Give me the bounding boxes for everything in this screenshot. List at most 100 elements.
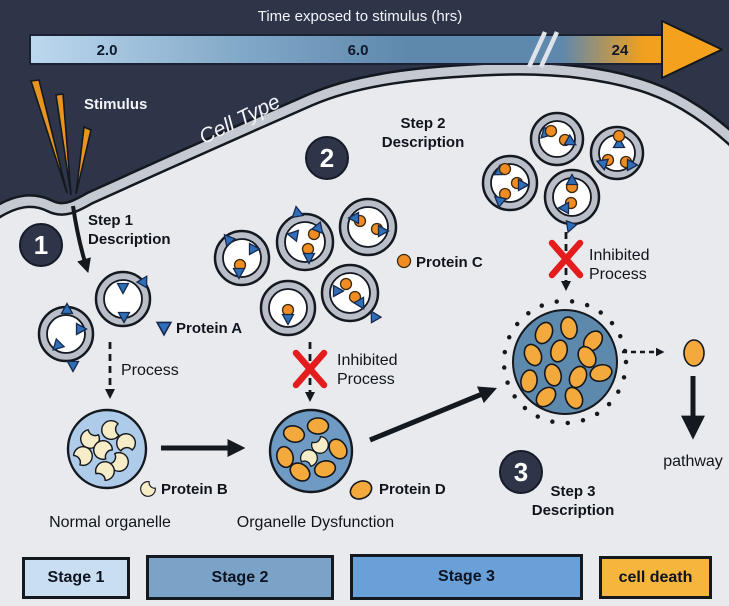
normal-organelle bbox=[66, 408, 148, 490]
orange-oval-icon bbox=[534, 321, 554, 345]
blue-triangle-icon bbox=[117, 311, 131, 324]
step1-number-badge: 1 bbox=[19, 223, 63, 267]
blue-triangle-icon bbox=[565, 219, 578, 234]
crescent-icon bbox=[72, 446, 93, 467]
legend-stage-1-label: Stage 1 bbox=[47, 569, 105, 586]
orange-arrow-icon bbox=[661, 20, 723, 79]
crescent-icon bbox=[101, 419, 120, 441]
step1-label-line2: Description bbox=[88, 231, 171, 248]
dotted-ring-icon bbox=[501, 298, 629, 426]
orange-dot-icon bbox=[498, 162, 512, 176]
axis-break-mark bbox=[538, 31, 560, 68]
organelle-dysfunction-label: Organelle Dysfunction bbox=[236, 514, 395, 531]
blue-triangle-icon bbox=[291, 205, 305, 219]
vesicle bbox=[259, 279, 317, 337]
legend-stage-3: Stage 3 bbox=[350, 554, 583, 600]
stimulus-label: Stimulus bbox=[84, 96, 148, 113]
protein-b-label: Protein B bbox=[161, 481, 228, 498]
orange-oval-icon bbox=[543, 363, 563, 387]
blue-triangle-icon bbox=[116, 282, 130, 295]
blue-triangle-icon bbox=[232, 267, 246, 280]
blue-triangle-icon bbox=[565, 173, 579, 186]
cell-membrane bbox=[0, 64, 729, 216]
legend-cell-death: cell death bbox=[599, 556, 712, 599]
orange-oval-icon bbox=[282, 425, 306, 443]
vesicle bbox=[589, 125, 645, 181]
step2-label: Step 2 Description bbox=[358, 114, 488, 152]
protein-d-label: Protein D bbox=[379, 481, 446, 498]
vesicle bbox=[320, 263, 383, 324]
legend-stage-3-label: Stage 3 bbox=[438, 568, 495, 585]
vesicle bbox=[94, 270, 152, 328]
blue-triangle-icon bbox=[310, 220, 324, 235]
blue-triangle-icon bbox=[370, 310, 383, 324]
blue-triangle-icon bbox=[248, 242, 261, 256]
orange-oval-icon bbox=[560, 316, 578, 340]
vesicle bbox=[338, 197, 398, 257]
step1-arrow bbox=[71, 205, 91, 274]
step2-label-line1: Step 2 bbox=[400, 115, 446, 132]
orange-dot-icon bbox=[544, 124, 558, 138]
blue-triangle-icon bbox=[52, 337, 66, 351]
blue-triangle-icon bbox=[223, 233, 237, 248]
vesicle bbox=[37, 302, 95, 373]
cells-layer bbox=[37, 111, 705, 500]
protein-c-label: Protein C bbox=[416, 254, 483, 271]
blue-triangle-icon bbox=[563, 133, 577, 146]
step3-label: Step 3 Description bbox=[508, 482, 638, 520]
orange-oval-icon bbox=[520, 369, 538, 393]
released-protein-oval-icon bbox=[683, 339, 705, 367]
blue-triangle-icon bbox=[612, 136, 626, 149]
orange-oval-icon bbox=[306, 417, 330, 435]
crescent-icon bbox=[94, 461, 115, 482]
protein-a-icon bbox=[155, 321, 173, 337]
step3-label-line2: Description bbox=[531, 502, 615, 519]
blue-triangle-icon bbox=[302, 252, 316, 265]
orange-oval-icon bbox=[535, 386, 557, 408]
protein-a-label: Protein A bbox=[176, 320, 243, 337]
crescent-icon bbox=[300, 449, 318, 467]
orange-oval-icon bbox=[328, 438, 348, 460]
axis-break-mark bbox=[526, 31, 548, 68]
orange-oval-icon bbox=[549, 339, 569, 363]
normal-organelle-label: Normal organelle bbox=[49, 514, 171, 531]
timeline-title: Time exposed to stimulus (hrs) bbox=[257, 8, 463, 25]
vesicle bbox=[275, 205, 335, 272]
crescent-icon bbox=[115, 433, 137, 452]
blue-triangle-icon bbox=[352, 296, 365, 310]
stimulus-needles-icon bbox=[29, 79, 92, 196]
protein-d-icon bbox=[349, 480, 373, 500]
blue-triangle-icon bbox=[286, 229, 300, 243]
orange-oval-icon bbox=[523, 343, 543, 367]
step3-number-badge: 3 bbox=[499, 450, 543, 494]
step3-label-line1: Step 3 bbox=[550, 483, 596, 500]
inhibited-line1: Inhibited bbox=[589, 247, 650, 264]
legend-stage-1: Stage 1 bbox=[22, 557, 130, 599]
orange-oval-icon bbox=[289, 462, 311, 482]
protein-b-icon bbox=[140, 481, 156, 497]
dysfunction-to-stage3-arrow bbox=[369, 386, 497, 443]
blue-triangle-icon bbox=[281, 313, 295, 326]
crescent-icon bbox=[109, 451, 129, 472]
inhibited-line2: Process bbox=[589, 266, 647, 283]
step1-label: Step 1 Description bbox=[88, 211, 171, 249]
orange-dot-icon bbox=[612, 129, 626, 143]
orange-oval-icon bbox=[313, 460, 337, 478]
legend-stage-2-label: Stage 2 bbox=[211, 568, 269, 586]
inhibited-line1: Inhibited bbox=[337, 352, 398, 369]
blue-triangle-icon bbox=[347, 211, 360, 225]
orange-oval-icon bbox=[276, 445, 294, 469]
blue-triangle-icon bbox=[517, 178, 530, 192]
legend-stage-2: Stage 2 bbox=[146, 555, 334, 600]
vesicle bbox=[481, 154, 539, 212]
blue-triangle-icon bbox=[332, 284, 345, 298]
inhibited-process-label-1: Inhibited Process bbox=[337, 351, 398, 389]
blue-triangle-icon bbox=[557, 201, 570, 215]
inhibited-line2: Process bbox=[337, 371, 395, 388]
blue-triangle-icon bbox=[60, 302, 74, 315]
orange-dot-icon bbox=[339, 277, 353, 291]
red-x-icon bbox=[292, 349, 328, 389]
blue-triangle-icon bbox=[595, 158, 610, 171]
timeline-tick-24: 24 bbox=[611, 42, 629, 59]
